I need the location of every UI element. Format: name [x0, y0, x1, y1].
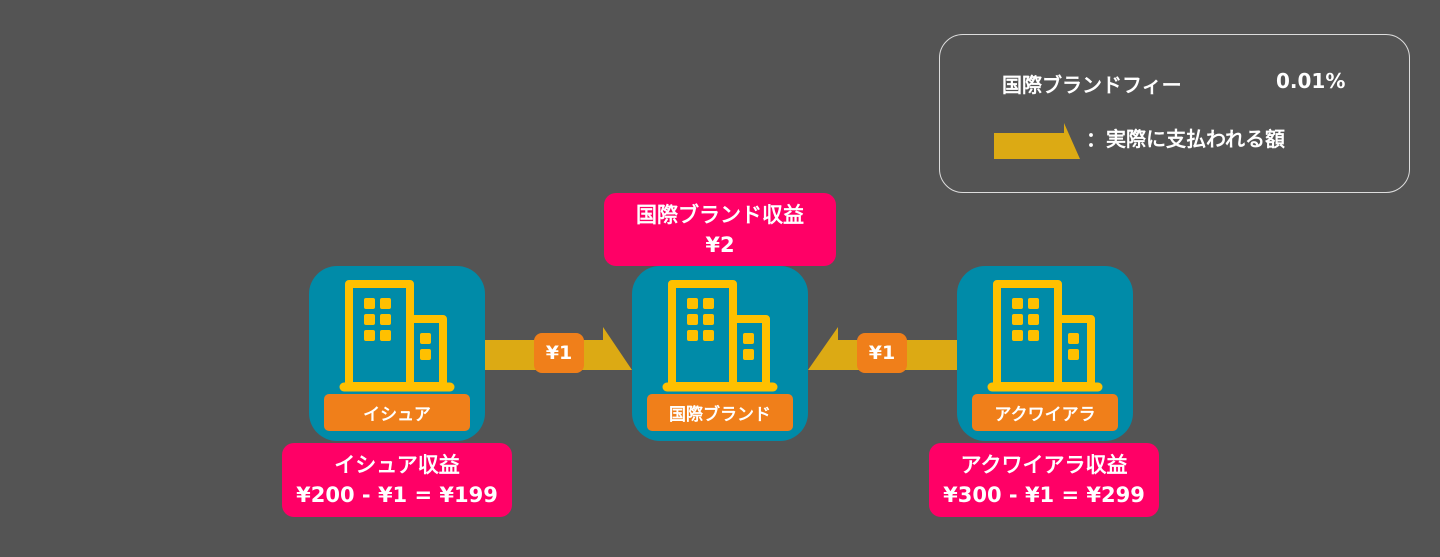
node-label: アクワイアラ — [972, 394, 1118, 431]
brand-revenue-box: 国際ブランド収益 ¥2 — [604, 193, 836, 266]
flow-amount-badge: ¥1 — [857, 333, 907, 373]
fee-value: 0.01% — [1276, 69, 1346, 93]
issuer-node: イシュア — [309, 266, 485, 441]
building-icon — [662, 280, 778, 392]
revenue-title: アクワイアラ収益 — [960, 453, 1128, 477]
brand-node: 国際ブランド — [632, 266, 808, 441]
revenue-formula: ¥2 — [705, 232, 735, 257]
node-label: イシュア — [324, 394, 470, 431]
revenue-formula: ¥200 - ¥1 = ¥199 — [296, 483, 498, 507]
node-label: 国際ブランド — [647, 394, 793, 431]
issuer-revenue-box: イシュア収益 ¥200 - ¥1 = ¥199 — [282, 443, 512, 517]
acquirer-node: アクワイアラ — [957, 266, 1133, 441]
revenue-title: イシュア収益 — [334, 453, 460, 477]
revenue-formula: ¥300 - ¥1 = ¥299 — [943, 483, 1145, 507]
legend-box: 国際ブランドフィー 0.01% ：実際に支払われる額 — [939, 34, 1410, 193]
building-icon — [339, 280, 455, 392]
legend-arrow-desc: ：実際に支払われる額 — [1086, 127, 1285, 151]
legend-arrow-icon — [994, 123, 1080, 159]
revenue-title: 国際ブランド収益 — [636, 202, 804, 227]
flow-amount-badge: ¥1 — [534, 333, 584, 373]
acquirer-revenue-box: アクワイアラ収益 ¥300 - ¥1 = ¥299 — [929, 443, 1159, 517]
building-icon — [987, 280, 1103, 392]
fee-label: 国際ブランドフィー — [1002, 73, 1182, 97]
